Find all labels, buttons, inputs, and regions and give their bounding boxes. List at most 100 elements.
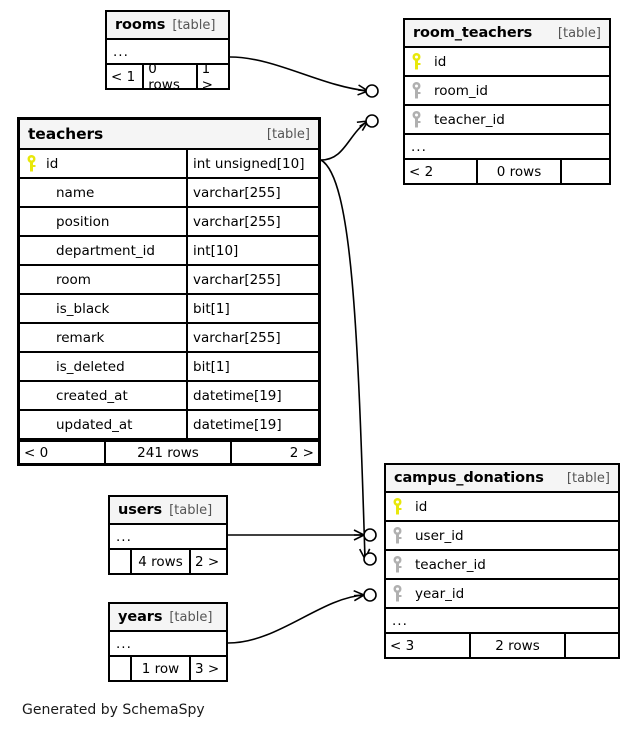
footer-row-count: 2 rows — [471, 634, 566, 657]
footer-prev-page[interactable] — [110, 550, 132, 573]
column-name: year_id — [415, 585, 465, 602]
footer-next-page[interactable] — [566, 634, 618, 657]
footer-row-count: 0 rows — [144, 65, 198, 88]
table-room_teachers[interactable]: room_teachers [table] id — [403, 18, 611, 185]
table-row[interactable]: remark varchar[255] — [20, 324, 318, 353]
table-header-users: users [table] — [110, 497, 226, 525]
footer-next-page[interactable]: 2 > — [195, 553, 220, 570]
foreign-key-icon — [386, 556, 408, 573]
table-row[interactable]: user_id — [386, 522, 618, 551]
edge-endpoint-circle — [363, 552, 377, 566]
table-row[interactable]: id — [405, 48, 609, 77]
edge-endpoint-circle — [365, 114, 379, 128]
table-ellipsis-row: ... — [110, 525, 226, 550]
column-cell: id — [20, 150, 186, 177]
column-name: id — [415, 498, 428, 515]
column-cell: remark — [20, 324, 186, 351]
footer-prev-page[interactable] — [110, 657, 132, 680]
footer-next-page[interactable] — [562, 160, 609, 183]
table-ellipsis-row: ... — [107, 40, 228, 65]
table-row[interactable]: is_deleted bit[1] — [20, 353, 318, 382]
table-years[interactable]: years [table] ... 1 row 3 > — [108, 602, 228, 682]
column-cell: created_at — [20, 382, 186, 409]
table-teachers[interactable]: teachers [table] id int unsigned[10] — [17, 117, 321, 466]
table-row[interactable]: is_black bit[1] — [20, 295, 318, 324]
footer-next-page[interactable]: 3 > — [195, 660, 220, 677]
footer-row-count: 4 rows — [132, 550, 191, 573]
table-title: room_teachers — [413, 25, 533, 41]
table-row[interactable]: year_id — [386, 580, 618, 609]
table-footer-campus_donations: < 3 2 rows — [386, 634, 618, 657]
table-footer-years: 1 row 3 > — [110, 657, 226, 680]
column-type: int unsigned[10] — [186, 150, 318, 177]
table-kind-label: [table] — [566, 470, 610, 486]
footer-next-page[interactable]: 1 > — [201, 65, 213, 88]
table-row[interactable]: teacher_id — [405, 106, 609, 135]
table-ellipsis-row: ... — [386, 609, 618, 634]
edge-endpoint-circle — [365, 84, 379, 98]
primary-key-icon — [20, 155, 42, 172]
table-campus_donations[interactable]: campus_donations [table] id — [384, 463, 620, 659]
table-kind-label: [table] — [169, 502, 213, 518]
footer-row-count: 1 row — [132, 657, 191, 680]
footer-prev-page[interactable]: < 1 — [107, 65, 145, 88]
table-title: users — [118, 502, 163, 518]
table-row[interactable]: room_id — [405, 77, 609, 106]
table-footer-rooms: < 1 0 rows 1 > — [107, 65, 228, 88]
column-name: updated_at — [56, 416, 133, 433]
footer-prev-page[interactable]: < 2 — [405, 160, 478, 183]
table-header-teachers: teachers [table] — [20, 120, 318, 150]
footer-row-count: 241 rows — [106, 442, 232, 463]
table-users[interactable]: users [table] ... 4 rows 2 > — [108, 495, 228, 575]
table-footer-teachers: < 0 241 rows 2 > — [20, 440, 318, 463]
foreign-key-icon — [386, 585, 408, 602]
column-type: varchar[255] — [186, 324, 318, 351]
column-type: bit[1] — [186, 353, 318, 380]
column-cell: id — [386, 493, 618, 520]
footer-next-page[interactable]: 2 > — [289, 444, 314, 461]
column-cell: is_black — [20, 295, 186, 322]
table-row[interactable]: department_id int[10] — [20, 237, 318, 266]
table-row[interactable]: position varchar[255] — [20, 208, 318, 237]
footer-prev-page[interactable]: < 3 — [386, 634, 471, 657]
column-name: user_id — [415, 527, 464, 544]
table-row[interactable]: name varchar[255] — [20, 179, 318, 208]
table-row[interactable]: room varchar[255] — [20, 266, 318, 295]
column-cell: is_deleted — [20, 353, 186, 380]
column-name: remark — [56, 329, 105, 346]
column-type: datetime[19] — [186, 411, 318, 438]
table-header-campus_donations: campus_donations [table] — [386, 465, 618, 493]
table-rooms[interactable]: rooms [table] ... < 1 0 rows 1 > — [105, 10, 230, 90]
table-row[interactable]: created_at datetime[19] — [20, 382, 318, 411]
column-type: varchar[255] — [186, 208, 318, 235]
column-name: room_id — [434, 82, 488, 99]
footer-row-count: 0 rows — [478, 160, 562, 183]
table-row[interactable]: id — [386, 493, 618, 522]
foreign-key-icon — [386, 527, 408, 544]
edge-endpoint-circle — [363, 588, 377, 602]
table-row[interactable]: updated_at datetime[19] — [20, 411, 318, 440]
column-type: varchar[255] — [186, 266, 318, 293]
edge-years-campus_donations — [227, 589, 365, 644]
generated-by-credit: Generated by SchemaSpy — [22, 702, 205, 718]
column-name: position — [56, 213, 110, 230]
table-title: rooms — [115, 17, 166, 33]
table-row[interactable]: teacher_id — [386, 551, 618, 580]
table-ellipsis-row: ... — [110, 632, 226, 657]
column-name: is_black — [56, 300, 110, 317]
column-name: id — [434, 53, 447, 70]
column-cell: updated_at — [20, 411, 186, 438]
column-cell: teacher_id — [405, 106, 609, 133]
edge-endpoint-circle — [363, 528, 377, 542]
footer-prev-page[interactable]: < 0 — [20, 442, 106, 463]
column-name: id — [46, 155, 59, 172]
column-cell: department_id — [20, 237, 186, 264]
table-header-years: years [table] — [110, 604, 226, 632]
table-row[interactable]: id int unsigned[10] — [20, 150, 318, 179]
column-name: is_deleted — [56, 358, 125, 375]
table-kind-label: [table] — [266, 126, 310, 142]
column-cell: name — [20, 179, 186, 206]
edge-rooms-room_teachers — [229, 56, 369, 96]
edge-teachers-campus_donations — [320, 159, 371, 560]
table-kind-label: [table] — [172, 17, 216, 33]
